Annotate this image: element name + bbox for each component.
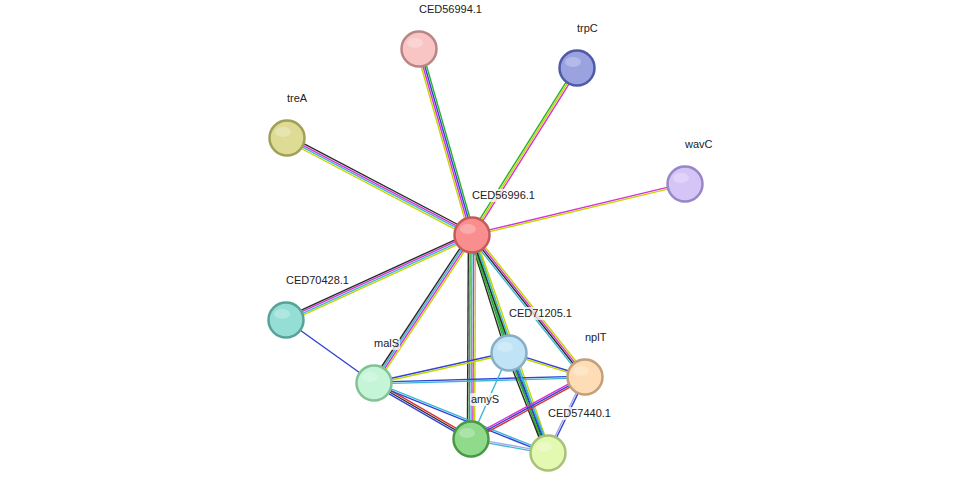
node-label: CED56996.1	[471, 189, 536, 202]
node-highlight	[274, 309, 290, 319]
evidence-strand	[421, 67, 464, 218]
evidence-strand	[303, 147, 456, 227]
node-label: CED56994.1	[418, 3, 483, 16]
evidence-strand	[392, 378, 567, 383]
node-circle	[268, 119, 306, 157]
evidence-strand	[427, 66, 470, 217]
node-highlight	[275, 127, 291, 137]
node-highlight	[497, 342, 513, 352]
node-label: nplT	[584, 331, 607, 344]
evidence-strand	[303, 146, 456, 226]
node-circle	[666, 165, 704, 203]
evidence-strand	[386, 251, 464, 369]
evidence-strand	[480, 251, 544, 435]
node-disc	[270, 121, 305, 156]
protein-node: treA	[268, 119, 306, 157]
evidence-strand	[526, 358, 568, 371]
protein-node: malS	[355, 364, 393, 402]
interaction-edge	[391, 356, 491, 380]
node-label: amyS	[470, 393, 500, 406]
evidence-strand	[385, 251, 463, 369]
node-label: wavC	[684, 138, 714, 151]
node-label: treA	[286, 92, 308, 105]
protein-node: trpC	[558, 49, 596, 87]
node-circle	[558, 49, 596, 87]
evidence-strand	[391, 356, 491, 378]
protein-node: CED56994.1	[400, 30, 438, 68]
node-circle	[267, 301, 305, 339]
interaction-edge	[382, 249, 465, 370]
evidence-strand	[423, 67, 466, 218]
node-disc	[402, 32, 437, 67]
node-circle	[453, 216, 491, 254]
evidence-strand	[467, 253, 469, 421]
evidence-strand	[390, 390, 456, 428]
interaction-edge	[392, 377, 567, 384]
node-circle	[529, 434, 567, 472]
evidence-strand	[302, 149, 455, 229]
node-disc	[531, 436, 566, 471]
node-disc	[357, 366, 392, 401]
node-label: trpC	[576, 22, 599, 35]
evidence-strand	[304, 144, 457, 224]
node-label: CED70428.1	[285, 274, 350, 287]
protein-node: CED70428.1	[267, 301, 305, 339]
evidence-strand	[392, 358, 492, 380]
protein-node: nplT	[566, 358, 604, 396]
node-label: malS	[373, 337, 400, 350]
interaction-edge	[301, 330, 360, 372]
node-highlight	[536, 442, 552, 452]
protein-node: wavC	[666, 165, 704, 203]
node-disc	[455, 218, 490, 253]
interaction-edge	[421, 66, 469, 219]
interaction-edge	[489, 441, 531, 450]
node-highlight	[460, 224, 476, 234]
interaction-edge	[513, 369, 544, 437]
node-highlight	[565, 57, 581, 67]
interaction-edge	[526, 358, 568, 373]
evidence-strand	[489, 441, 531, 449]
node-label: CED71205.1	[508, 307, 573, 320]
node-label: CED57440.1	[547, 407, 612, 420]
node-highlight	[459, 428, 475, 438]
node-highlight	[673, 173, 689, 183]
node-highlight	[362, 372, 378, 382]
node-circle	[400, 30, 438, 68]
protein-node: CED56996.1	[453, 216, 491, 254]
evidence-strand	[301, 330, 360, 372]
node-disc	[568, 360, 603, 395]
protein-node: amyS	[452, 420, 490, 458]
node-disc	[454, 422, 489, 457]
evidence-strand	[425, 66, 468, 217]
node-circle	[355, 364, 393, 402]
node-circle	[452, 420, 490, 458]
node-highlight	[573, 366, 589, 376]
node-circle	[490, 334, 528, 372]
node-disc	[269, 303, 304, 338]
node-disc	[560, 51, 595, 86]
protein-node: CED71205.1	[490, 334, 528, 372]
evidence-strand	[489, 443, 531, 451]
node-circle	[566, 358, 604, 396]
protein-node: CED57440.1	[529, 434, 567, 472]
node-disc	[492, 336, 527, 371]
evidence-strand	[526, 359, 568, 372]
interaction-edge	[475, 251, 544, 437]
node-disc	[668, 167, 703, 202]
node-highlight	[407, 38, 423, 48]
interaction-edge	[302, 144, 458, 229]
